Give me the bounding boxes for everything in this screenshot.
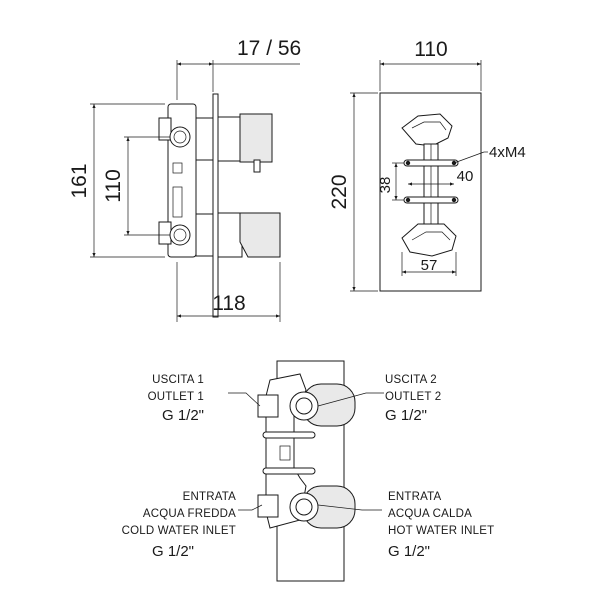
- upper-bracket: [403, 159, 459, 167]
- lower-bracket: [403, 196, 459, 204]
- leader-hot: [317, 504, 382, 511]
- dim-17-56: 17 / 56: [237, 37, 301, 60]
- hot-inlet-label-2: ACQUA CALDA: [388, 508, 472, 520]
- lower-handle: [239, 212, 281, 258]
- upper-stem: [195, 117, 214, 161]
- cold-inlet-label-2: ACQUA FREDDA: [143, 508, 236, 520]
- dim-110-front: 110: [414, 38, 447, 61]
- dim-40: 40: [457, 168, 474, 185]
- outlet2-label-it: USCITA 2: [385, 374, 437, 386]
- outlet1-label-en: OUTLET 1: [148, 391, 204, 403]
- dim-161: 161: [68, 163, 91, 198]
- leader-outlet1: [228, 392, 261, 407]
- outlet-port-bottom: [158, 221, 172, 245]
- callout-4xM4: 4xM4: [489, 144, 526, 161]
- outlet1-thread: G 1/2": [162, 407, 204, 424]
- outlet1-label-it: USCITA 1: [152, 374, 204, 386]
- upper-handle: [239, 113, 273, 163]
- cold-inlet-thread: G 1/2": [152, 543, 194, 560]
- dim-38: 38: [377, 177, 394, 194]
- cold-inlet-label-1: ENTRATA: [183, 491, 236, 503]
- upper-port-circle: [169, 126, 191, 148]
- lower-port-circle: [169, 224, 191, 246]
- screw-hole: [451, 197, 457, 203]
- dim-220: 220: [328, 174, 351, 209]
- outlet2-thread: G 1/2": [385, 407, 427, 424]
- connection-view: USCITA 1 OUTLET 1 G 1/2" USCITA 2 OUTLET…: [122, 360, 494, 582]
- hot-inlet-label-3: HOT WATER INLET: [388, 525, 494, 537]
- wall-plate: [212, 93, 219, 318]
- label-tag: [172, 186, 183, 218]
- leader-cold: [238, 504, 263, 511]
- hot-inlet-label-1: ENTRATA: [388, 491, 441, 503]
- bracket-upper-rear: [262, 431, 316, 439]
- lower-fitting: [401, 223, 457, 257]
- screw-hole: [405, 197, 411, 203]
- leader-outlet2: [317, 392, 384, 407]
- port-left-bottom: [257, 494, 279, 518]
- bracket-lower-rear: [262, 467, 316, 475]
- side-view: 161 110 17 / 56 118: [68, 37, 301, 322]
- label-tag: [172, 162, 183, 174]
- screw-hole: [405, 160, 411, 166]
- upper-handle-lever: [253, 159, 261, 173]
- outlet2-label-en: OUTLET 2: [385, 391, 441, 403]
- port-left-top: [257, 394, 279, 418]
- dim-57: 57: [421, 257, 438, 274]
- lower-stem: [195, 213, 214, 257]
- lower-handle-base: [217, 212, 243, 258]
- dim-110-side: 110: [102, 169, 125, 202]
- label-tag: [279, 445, 291, 461]
- front-view: 110 220 38 40 57 4xM4: [328, 38, 526, 292]
- hot-inlet-thread: G 1/2": [388, 543, 430, 560]
- outlet-port-top: [158, 117, 172, 141]
- cold-inlet-label-3: COLD WATER INLET: [122, 525, 236, 537]
- dim-118: 118: [212, 292, 245, 315]
- upper-handle-base: [217, 116, 243, 162]
